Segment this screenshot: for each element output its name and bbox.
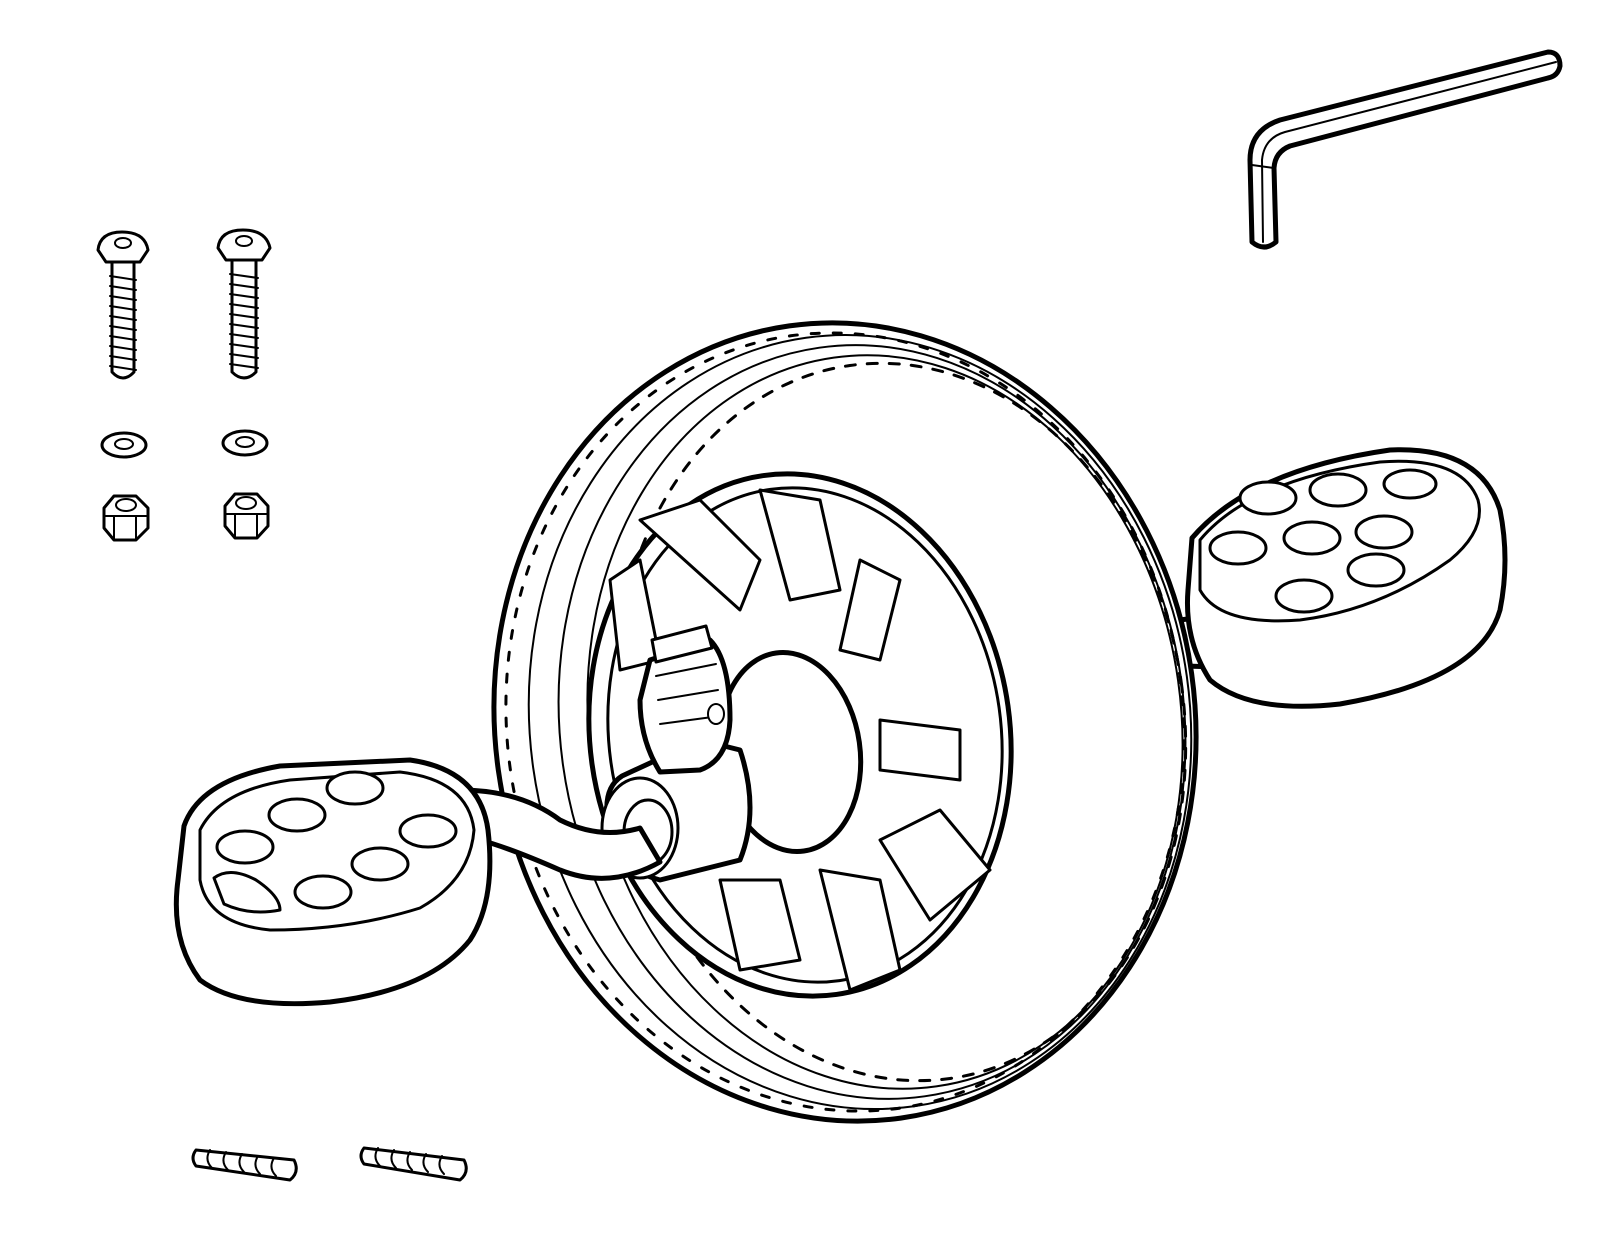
pin-icon [359, 1146, 468, 1182]
washer-icon [100, 431, 148, 459]
washer-icon [221, 429, 269, 457]
bolt-icon [96, 230, 150, 380]
nut-icon [223, 492, 270, 540]
right-pedal [1107, 447, 1508, 709]
hex-key-icon [1247, 49, 1563, 250]
left-pedal [173, 757, 663, 1007]
wheel-icon [491, 320, 1199, 1124]
pin-icon [191, 1148, 298, 1182]
nut-icon [102, 494, 150, 542]
bolt-icon [216, 228, 272, 380]
